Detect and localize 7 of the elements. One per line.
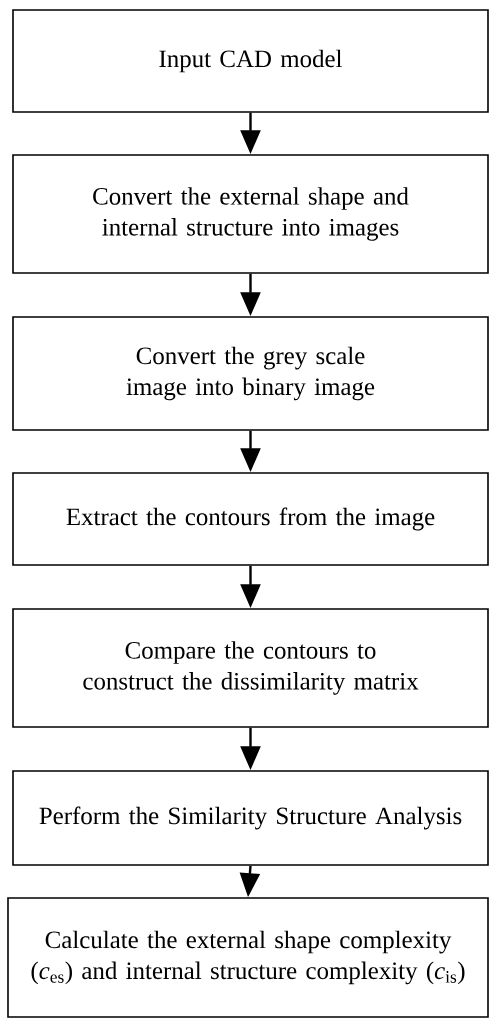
process-box: Convert the grey scale image into binary image xyxy=(12,316,489,431)
process-box: Compare the contours to construct the dissimilarity matrix xyxy=(12,608,489,728)
process-box: Perform the Similarity Structure Analysis xyxy=(12,770,489,866)
process-box: Convert the external shape and internal structure into images xyxy=(12,154,489,274)
process-box: Input CAD model xyxy=(12,9,489,113)
process-box: Calculate the external shape complexity (c$_{es}$) and internal structure complexity (c$_{is}$) xyxy=(7,897,489,1018)
process-box: Extract the contours from the image xyxy=(12,472,489,566)
